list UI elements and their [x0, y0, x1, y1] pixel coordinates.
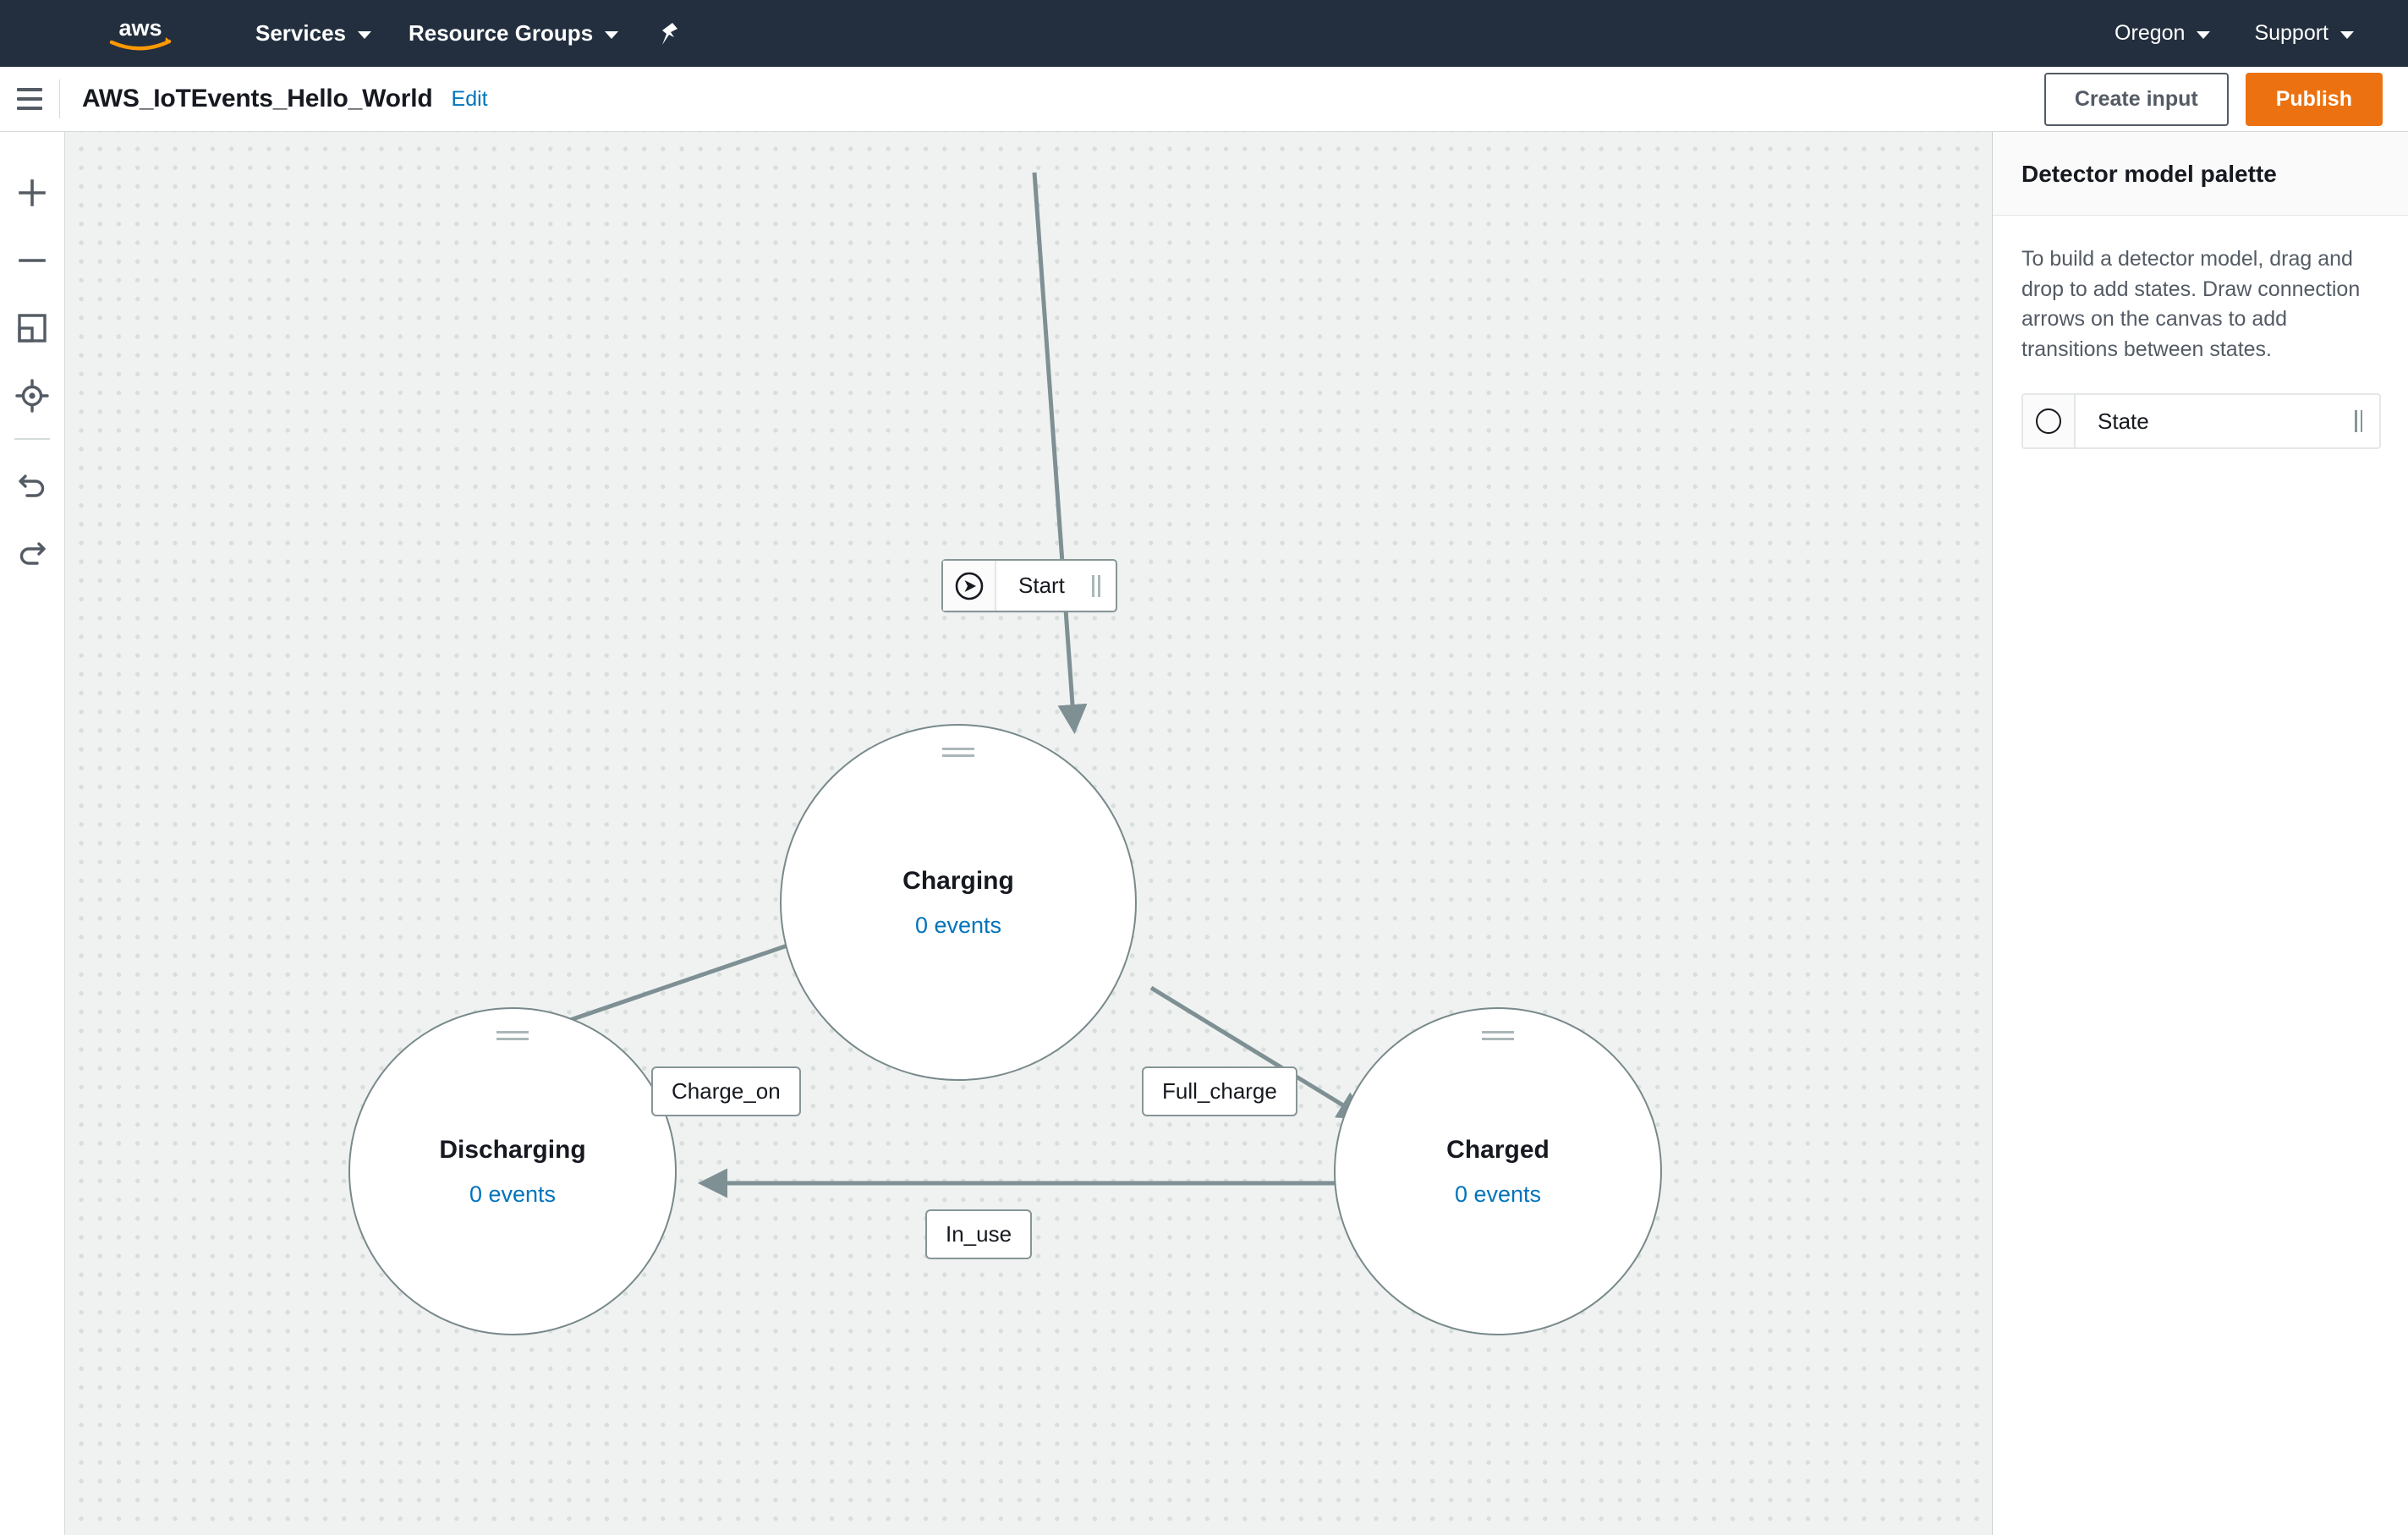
handle-bar [1092, 574, 1094, 597]
state-drag-handle[interactable] [496, 1031, 529, 1040]
minus-glyph-icon [19, 259, 46, 262]
state-events-link[interactable]: 0 events [1454, 1181, 1542, 1207]
palette-description: To build a detector model, drag and drop… [2021, 247, 2361, 361]
redo-glyph-icon [19, 542, 46, 565]
circle-outline-glyph-icon [2036, 408, 2061, 434]
nav-item-resource-groups[interactable]: Resource Groups [390, 0, 637, 67]
nav-primary-items: Services Resource Groups [237, 0, 681, 67]
header-actions: Create input Publish [2043, 72, 2383, 126]
nav-item-services[interactable]: Services [237, 0, 390, 67]
state-name-label: Charging [902, 866, 1014, 895]
state-events-link[interactable]: 0 events [469, 1181, 557, 1207]
start-node[interactable]: Start [941, 559, 1117, 612]
hamburger-bar [17, 88, 42, 91]
play-circle-icon [943, 561, 996, 611]
publish-button[interactable]: Publish [2245, 72, 2383, 126]
chevron-down-icon [2197, 30, 2211, 39]
svg-text:aws: aws [118, 15, 162, 41]
aws-logo-icon: aws [109, 15, 172, 50]
palette-body: To build a detector model, drag and drop… [1993, 216, 2408, 449]
handle-bar [496, 1038, 529, 1040]
edit-link[interactable]: Edit [451, 86, 488, 111]
transition-label-in-use[interactable]: In_use [925, 1209, 1033, 1259]
hamburger-bar [17, 97, 42, 101]
hamburger-icon[interactable] [0, 67, 59, 131]
page-body: Start Charging 0 events Discharging 0 ev… [0, 132, 2408, 1535]
center-target-icon[interactable] [0, 362, 65, 430]
nav-right-items: Oregon Support [2093, 0, 2376, 67]
palette-item-state[interactable]: State [2021, 393, 2381, 449]
page-header: AWS_IoTEvents_Hello_World Edit Create in… [0, 67, 2408, 132]
canvas-toolbar [0, 132, 65, 1535]
state-drag-handle[interactable] [942, 748, 974, 757]
zoom-out-icon[interactable] [0, 227, 65, 294]
transition-label-charge-on[interactable]: Charge_on [651, 1066, 801, 1116]
pin-glyph-icon [662, 22, 678, 45]
undo-icon[interactable] [0, 448, 65, 516]
detector-model-canvas[interactable]: Start Charging 0 events Discharging 0 ev… [65, 132, 1993, 1535]
pin-icon[interactable] [659, 21, 681, 47]
handle-bar [496, 1031, 529, 1033]
handle-bar [1482, 1038, 1514, 1040]
aws-global-navigation: aws Services Resource Groups Oregon Supp… [0, 0, 2408, 67]
state-name-label: Discharging [439, 1135, 586, 1164]
redo-icon[interactable] [0, 516, 65, 584]
chevron-down-icon [357, 30, 371, 39]
nav-item-region-oregon[interactable]: Oregon [2093, 0, 2232, 67]
undo-glyph-icon [19, 474, 45, 497]
nav-item-services-label: Services [255, 20, 346, 46]
aws-logo[interactable]: aws [93, 15, 188, 52]
start-node-drag-handle[interactable] [1092, 574, 1116, 597]
chevron-down-icon [605, 30, 619, 39]
handle-bar [1098, 574, 1100, 597]
state-node-discharging[interactable]: Discharging 0 events [348, 1007, 677, 1335]
page-title: AWS_IoTEvents_Hello_World [82, 85, 433, 112]
handle-bar [2360, 410, 2362, 432]
nav-item-support-label: Support [2254, 21, 2328, 45]
header-divider [59, 79, 60, 118]
palette-item-state-label: State [2098, 408, 2149, 434]
toolbar-divider [14, 438, 50, 440]
handle-bar [942, 748, 974, 750]
chevron-down-icon [2340, 30, 2354, 39]
nav-item-region-label: Oregon [2115, 21, 2186, 45]
plus-glyph-icon [19, 179, 46, 206]
handle-bar [2355, 410, 2357, 432]
state-node-charged[interactable]: Charged 0 events [1334, 1007, 1662, 1335]
nav-item-support[interactable]: Support [2232, 0, 2376, 67]
edge-charging-to-charged [1149, 985, 1368, 1121]
nav-item-resource-groups-label: Resource Groups [408, 20, 594, 46]
state-events-link[interactable]: 0 events [914, 912, 1002, 938]
state-drag-handle[interactable] [1482, 1031, 1514, 1040]
palette-title: Detector model palette [2021, 161, 2277, 187]
zoom-in-icon[interactable] [0, 159, 65, 227]
transition-label-full-charge[interactable]: Full_charge [1142, 1066, 1297, 1116]
state-node-charging[interactable]: Charging 0 events [780, 724, 1137, 1081]
circle-outline-icon [2023, 395, 2076, 447]
play-circle-glyph-icon [955, 572, 983, 600]
detector-model-palette: Detector model palette To build a detect… [1993, 132, 2408, 1535]
edge-start-to-charging [1032, 172, 1088, 734]
start-node-label: Start [1018, 573, 1065, 598]
hamburger-bar [17, 107, 42, 110]
fit-to-screen-icon[interactable] [0, 294, 65, 362]
handle-bar [1482, 1031, 1514, 1033]
palette-item-drag-handle[interactable] [2355, 410, 2379, 432]
fit-screen-glyph-icon [18, 314, 47, 343]
target-glyph-icon [15, 379, 49, 413]
state-name-label: Charged [1446, 1135, 1550, 1164]
palette-header: Detector model palette [1993, 132, 2408, 216]
create-input-button[interactable]: Create input [2043, 72, 2229, 126]
handle-bar [942, 754, 974, 757]
